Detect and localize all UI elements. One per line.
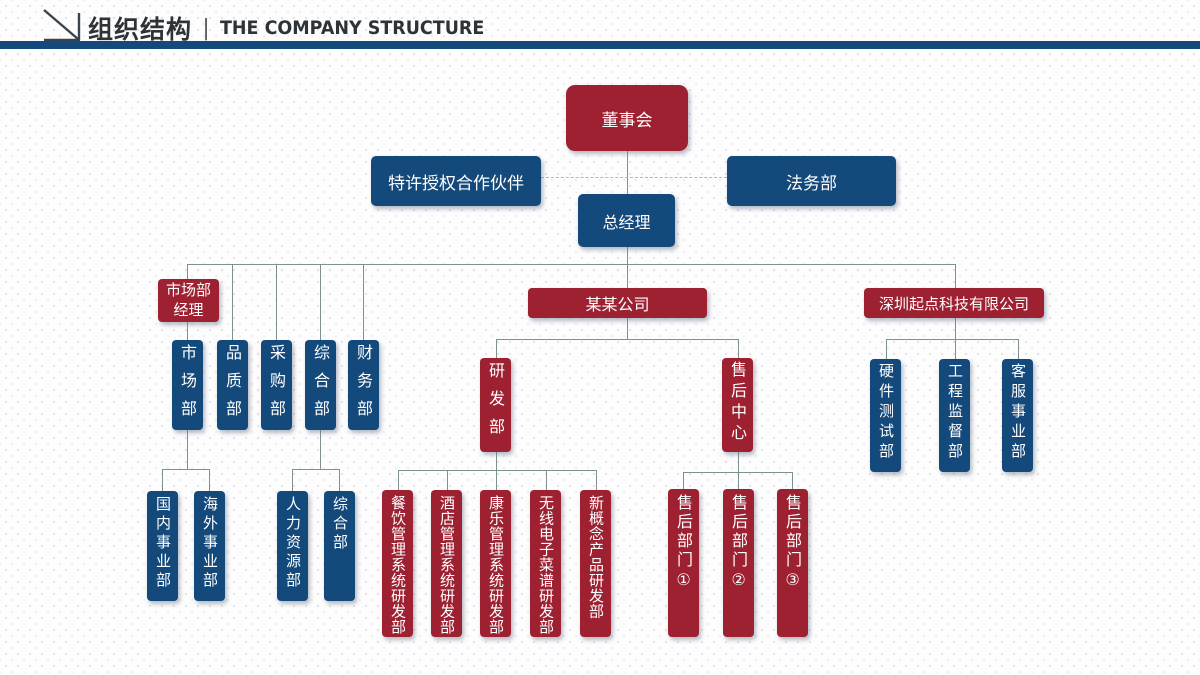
connector xyxy=(955,264,956,288)
node-rd-new-concept: 新概念产品研发部 xyxy=(580,490,611,637)
connector xyxy=(496,339,739,340)
node-sub-domestic: 国内事业部 xyxy=(147,491,178,601)
node-board: 董事会 xyxy=(566,85,688,151)
node-dept-purchasing: 采购部 xyxy=(261,340,292,430)
corner-arrow-icon xyxy=(43,9,81,42)
connector xyxy=(398,470,597,471)
node-aftersales-center: 售后中心 xyxy=(722,358,753,452)
connector xyxy=(886,339,1019,340)
connector xyxy=(187,321,188,340)
node-sz-customer-service: 客服事业部 xyxy=(1002,359,1033,472)
connector xyxy=(276,264,277,340)
connector xyxy=(320,264,321,340)
connector xyxy=(363,264,364,340)
connector xyxy=(738,339,739,358)
node-dept-quality: 品质部 xyxy=(217,340,248,430)
node-franchise-partner: 特许授权合作伙伴 xyxy=(371,156,541,206)
connector xyxy=(292,469,340,470)
node-company: 某某公司 xyxy=(528,288,707,318)
node-sz-engineering-supervision: 工程监督部 xyxy=(939,359,970,472)
node-rd-recreation: 康乐管理系统研发部 xyxy=(480,490,511,637)
page-title: 组织结构 | THE COMPANY STRUCTURE xyxy=(88,10,507,46)
title-english: THE COMPANY STRUCTURE xyxy=(220,17,485,39)
connector xyxy=(496,452,497,490)
node-dept-market: 市场部 xyxy=(172,340,203,430)
connector xyxy=(683,472,684,489)
connector xyxy=(546,470,547,490)
connector xyxy=(320,430,321,469)
node-aftersales-dept2: 售后部门② xyxy=(723,489,754,637)
connector xyxy=(627,318,628,339)
node-market-manager: 市场部 经理 xyxy=(158,279,219,322)
connector xyxy=(683,472,793,473)
connector xyxy=(738,452,739,489)
dashed-connector xyxy=(541,177,727,178)
node-dept-general: 综合部 xyxy=(305,340,336,430)
connector xyxy=(187,264,188,279)
node-legal-dept: 法务部 xyxy=(727,156,896,206)
node-rd-wireless-menu: 无线电子菜谱研发部 xyxy=(530,490,561,637)
connector xyxy=(496,339,497,358)
connector xyxy=(339,469,340,491)
connector xyxy=(596,470,597,490)
node-general-manager: 总经理 xyxy=(578,194,675,247)
connector xyxy=(162,469,210,470)
node-rd-dept: 研发部 xyxy=(480,358,511,452)
connector xyxy=(187,430,188,469)
node-rd-hotel: 酒店管理系统研发部 xyxy=(431,490,462,637)
connector xyxy=(1018,339,1019,359)
node-sub-overseas: 海外事业部 xyxy=(194,491,225,601)
connector xyxy=(232,264,233,340)
header-accent-bar xyxy=(0,41,1200,49)
connector xyxy=(209,469,210,491)
connector xyxy=(398,470,399,490)
node-aftersales-dept1: 售后部门① xyxy=(668,489,699,637)
connector xyxy=(627,247,628,264)
title-separator: | xyxy=(203,15,209,41)
node-aftersales-dept3: 售后部门③ xyxy=(777,489,808,637)
market-manager-line2: 经理 xyxy=(173,300,204,319)
connector xyxy=(187,264,956,265)
title-chinese: 组织结构 xyxy=(88,15,193,44)
connector xyxy=(792,472,793,489)
connector xyxy=(886,339,887,359)
node-sz-hardware-test: 硬件测试部 xyxy=(870,359,901,472)
connector xyxy=(292,469,293,491)
node-rd-catering: 餐饮管理系统研发部 xyxy=(382,490,413,637)
connector xyxy=(627,151,628,194)
connector xyxy=(447,470,448,490)
connector xyxy=(627,264,628,288)
market-manager-line1: 市场部 xyxy=(165,281,211,299)
node-sub-general: 综合部 xyxy=(324,491,355,601)
node-sub-hr: 人力资源部 xyxy=(277,491,308,601)
node-shenzhen-company: 深圳起点科技有限公司 xyxy=(864,288,1044,318)
connector xyxy=(955,318,956,359)
node-dept-finance: 财务部 xyxy=(348,340,379,430)
connector xyxy=(162,469,163,491)
